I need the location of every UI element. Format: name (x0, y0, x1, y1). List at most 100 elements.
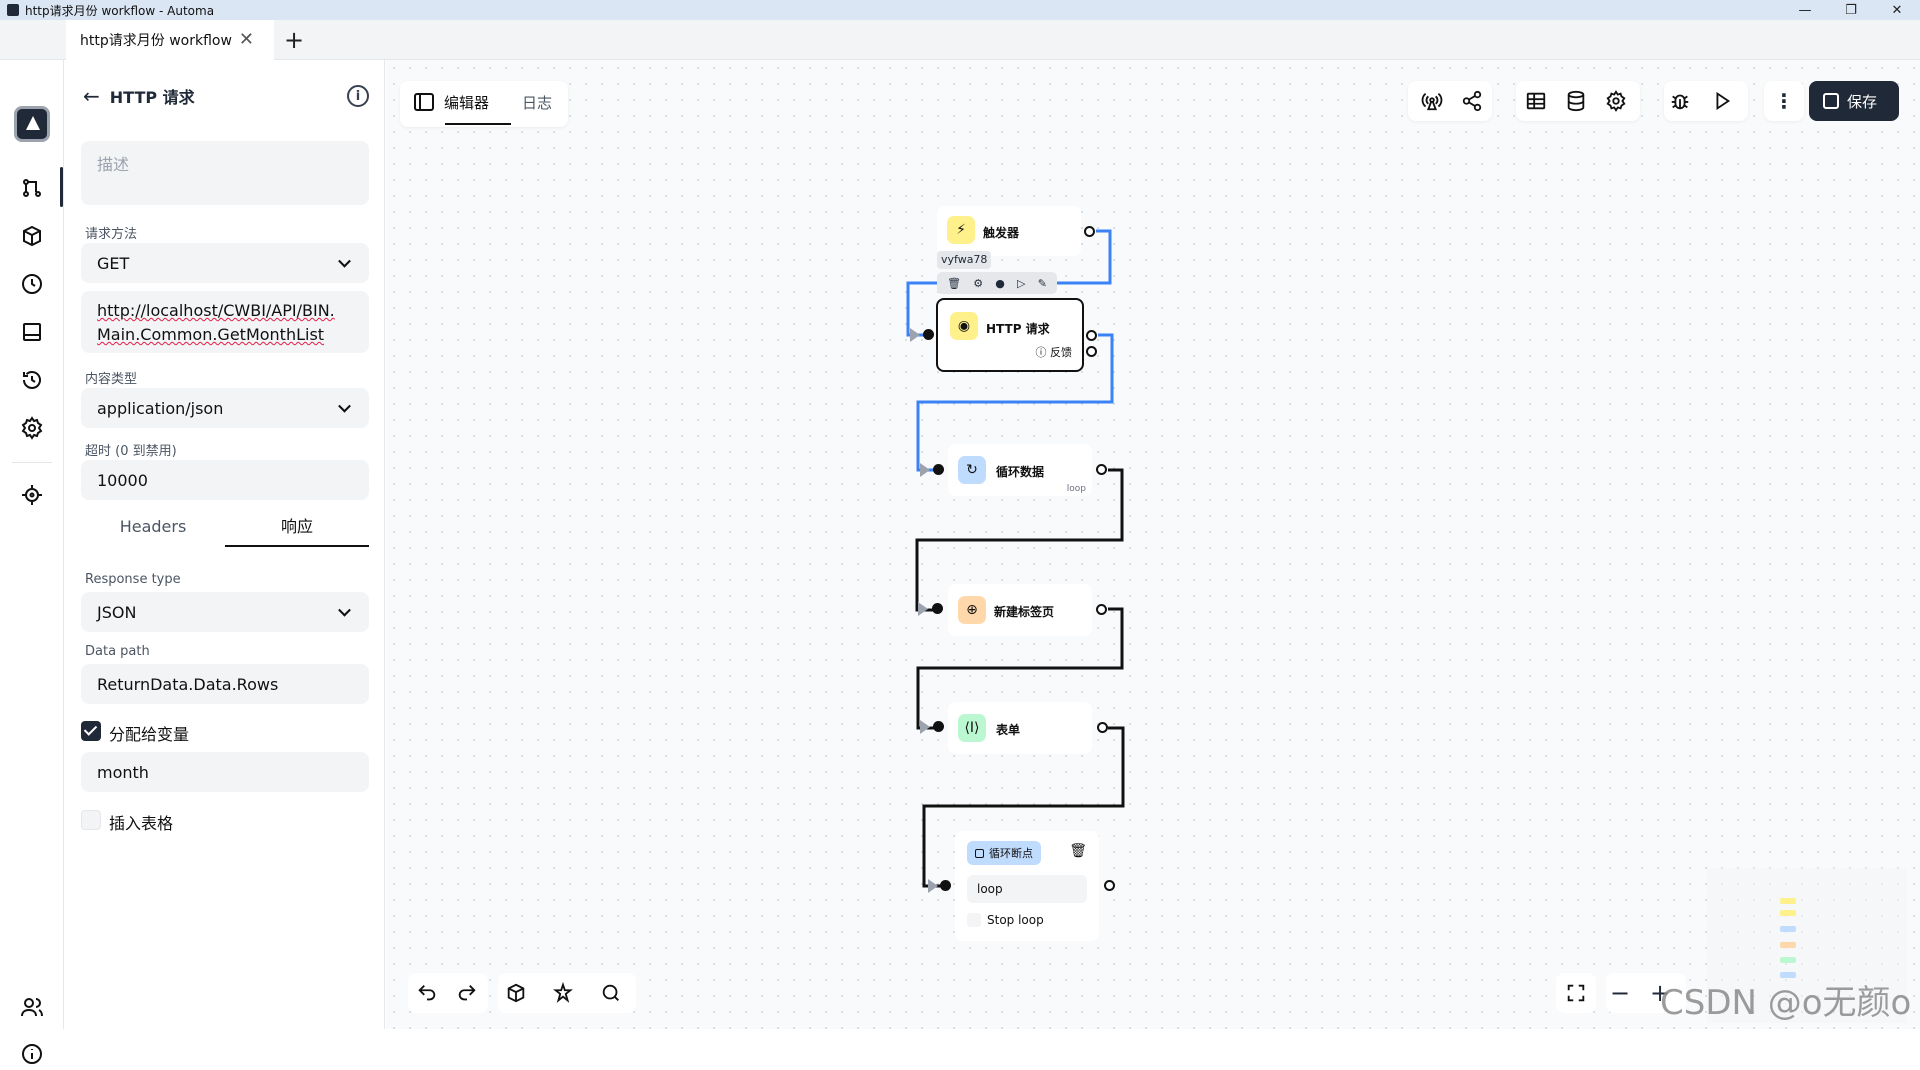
loopbreak-input-port[interactable] (940, 880, 951, 891)
schedule-icon[interactable] (20, 272, 44, 296)
assign-variable-label: 分配给变量 (109, 725, 190, 744)
loop-tag: loop (1066, 484, 1086, 494)
tab-editor[interactable]: 编辑器 (444, 94, 490, 112)
loop-breakpoint-node[interactable]: 循环断点 🗑 loop Stop loop (955, 831, 1099, 941)
workflow-settings-icon[interactable] (1604, 89, 1628, 113)
more-options-icon[interactable]: ⋮ (1774, 89, 1794, 113)
automa-logo[interactable] (14, 106, 50, 142)
close-window-button[interactable]: ✕ (1891, 2, 1903, 18)
content-type-select[interactable]: application/json (81, 388, 369, 428)
response-type-select[interactable]: JSON (81, 592, 369, 632)
minimize-button[interactable]: — (1798, 2, 1812, 18)
loop-input-port[interactable] (933, 464, 944, 475)
fullscreen-icon[interactable] (1564, 981, 1588, 1005)
app-sidebar (0, 60, 64, 1064)
zoom-toolbar (1606, 973, 1686, 1013)
tab-headers[interactable]: Headers (119, 516, 187, 536)
tab-log[interactable]: 日志 (522, 94, 553, 112)
save-button[interactable]: 保存 (1809, 81, 1899, 121)
assign-variable-checkbox[interactable] (81, 721, 101, 741)
more-menu-card (1764, 81, 1804, 121)
feedback-label: 反馈 (1050, 346, 1072, 359)
database-icon[interactable] (1564, 89, 1588, 113)
trigger-node[interactable]: ⚡ 触发器 (937, 206, 1081, 256)
insert-table-label: 插入表格 (109, 814, 174, 833)
auto-align-icon[interactable] (551, 981, 575, 1005)
loop-data-label: 循环数据 (996, 465, 1045, 479)
http-output-port[interactable] (1086, 330, 1097, 341)
element-picker-icon[interactable] (20, 483, 44, 507)
http-request-node[interactable]: ◉ HTTP 请求 ⓘ 反馈 (936, 298, 1084, 372)
feedback-link[interactable]: ⓘ 反馈 (1035, 346, 1073, 359)
history-icon[interactable] (20, 368, 44, 392)
save-label: 保存 (1847, 92, 1878, 111)
newtab-output-port[interactable] (1096, 604, 1107, 615)
http-node-label: HTTP 请求 (986, 322, 1050, 336)
workflow-canvas[interactable] (386, 60, 1920, 1029)
panel-header: ← HTTP 请求 (83, 84, 195, 108)
undo-icon[interactable] (415, 981, 439, 1005)
zoom-out-icon[interactable]: − (1609, 979, 1631, 1007)
storage-icon[interactable] (20, 320, 44, 344)
redo-icon[interactable] (455, 981, 479, 1005)
run-node-icon[interactable]: ▷ (1017, 276, 1026, 290)
search-icon[interactable] (599, 981, 623, 1005)
close-tab-icon[interactable]: ✕ (238, 29, 254, 50)
toggle-node-icon[interactable]: ● (995, 276, 1005, 290)
trash-icon[interactable]: 🗑 (1069, 843, 1087, 859)
share-icon[interactable] (1460, 89, 1484, 113)
new-tab-node[interactable]: ⊕ 新建标签页 (948, 584, 1092, 636)
automa-app-icon (7, 4, 19, 16)
new-tab-button[interactable]: + (283, 26, 305, 54)
text-cursor-icon: ⟨I⟩ (958, 714, 986, 742)
csdn-watermark: CSDN @o无颜o (1660, 983, 1912, 1023)
maximize-button[interactable]: ❐ (1845, 2, 1857, 18)
method-label: 请求方法 (85, 227, 138, 242)
http-input-port[interactable] (923, 329, 934, 340)
settings-icon[interactable] (20, 416, 44, 440)
packages-icon[interactable] (20, 224, 44, 248)
form-output-port[interactable] (1097, 722, 1108, 733)
form-node[interactable]: ⟨I⟩ 表单 (948, 702, 1092, 754)
about-icon[interactable] (20, 1042, 44, 1066)
delete-node-icon[interactable]: 🗑 (947, 276, 962, 290)
http-fallback-port[interactable] (1086, 346, 1097, 357)
variable-name-input[interactable]: month (81, 752, 369, 792)
workflows-icon[interactable] (20, 176, 44, 200)
insert-table-checkbox[interactable] (81, 810, 101, 830)
form-input-arrow (920, 720, 930, 734)
method-select[interactable]: GET (81, 243, 369, 283)
form-input-port[interactable] (933, 721, 944, 732)
toggle-sidebar-icon[interactable] (414, 93, 434, 111)
stop-loop-checkbox[interactable] (967, 913, 981, 927)
description-textarea[interactable]: 描述 (81, 141, 369, 205)
broadcast-icon[interactable] (1420, 89, 1444, 113)
url-input[interactable]: http://localhost/CWBI/API/BIN. Main.Comm… (81, 291, 369, 353)
debug-icon[interactable] (1668, 89, 1692, 113)
loop-id-input[interactable]: loop (967, 875, 1087, 903)
trigger-output-port[interactable] (1084, 226, 1095, 237)
node-settings-icon[interactable]: ⚙ (973, 276, 984, 290)
node-id-badge: vyfwa78 (937, 251, 992, 269)
back-arrow-icon[interactable]: ← (83, 84, 100, 108)
data-path-input[interactable]: ReturnData.Data.Rows (81, 664, 369, 704)
minimap[interactable] (1707, 868, 1907, 1023)
table-icon[interactable] (1524, 89, 1548, 113)
loopbreak-output-port[interactable] (1104, 880, 1115, 891)
fit-view-toolbar (1556, 973, 1596, 1013)
tab-response[interactable]: 响应 (225, 505, 369, 547)
info-icon[interactable]: i (347, 85, 369, 107)
play-icon[interactable] (1710, 89, 1734, 113)
sidebar-divider (12, 462, 52, 463)
edit-node-icon[interactable]: ✎ (1037, 276, 1047, 290)
zoom-in-icon[interactable]: + (1649, 979, 1671, 1007)
newtab-input-port[interactable] (932, 603, 943, 614)
package-icon[interactable] (504, 981, 528, 1005)
account-icon[interactable] (20, 995, 44, 1019)
minimap-node (1780, 972, 1796, 978)
timeout-input[interactable]: 10000 (81, 460, 369, 500)
workflow-tab[interactable]: http请求月份 workflow ✕ (66, 20, 274, 60)
new-tab-label: 新建标签页 (994, 605, 1055, 619)
loop-data-node[interactable]: ↻ 循环数据 loop (948, 444, 1092, 496)
loop-output-port[interactable] (1096, 464, 1107, 475)
